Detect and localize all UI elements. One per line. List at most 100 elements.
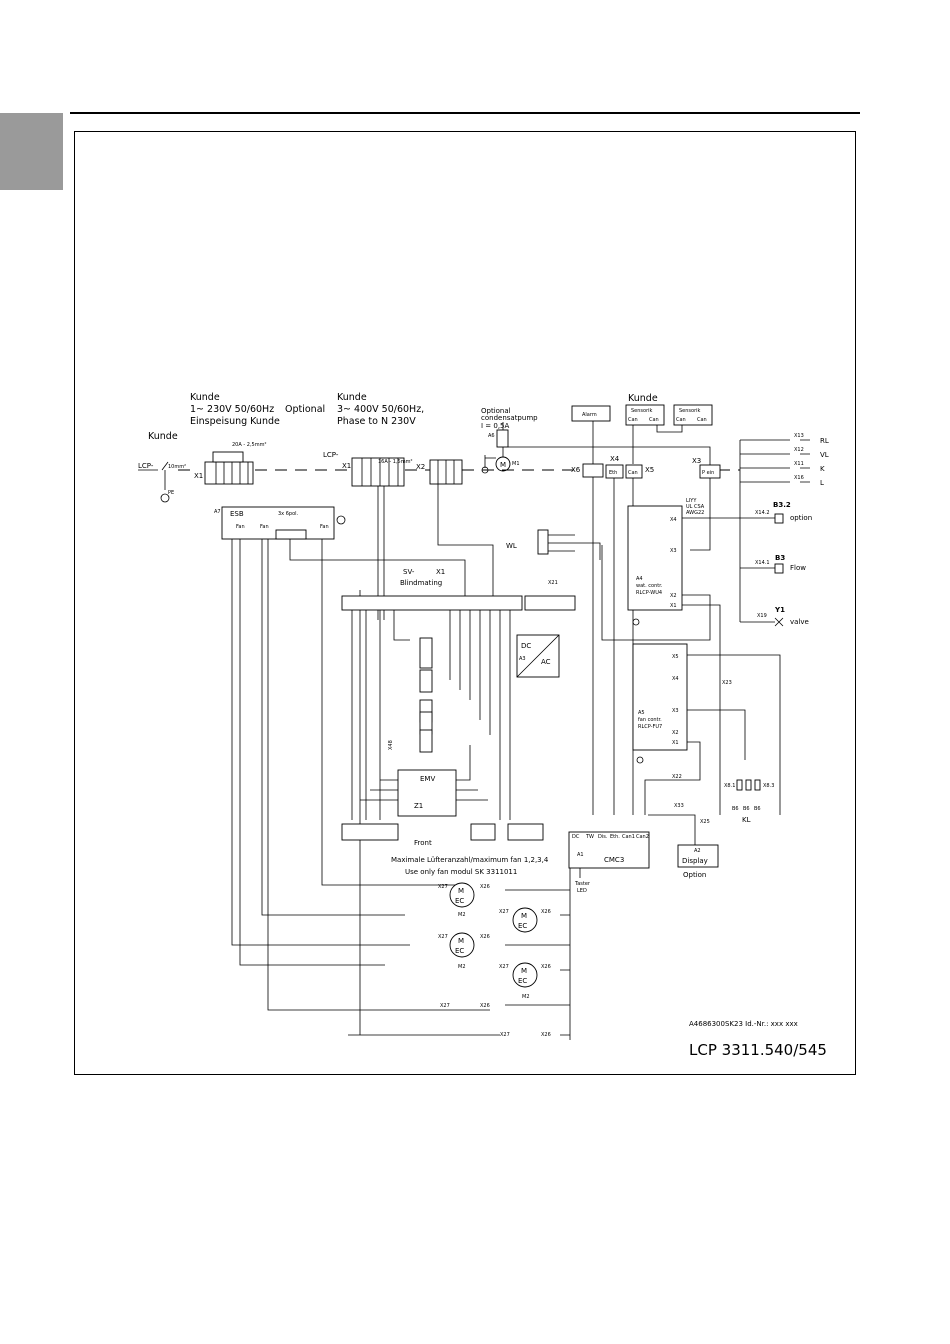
sensor-l: X16 L (740, 475, 824, 487)
svg-text:RL: RL (820, 437, 829, 445)
svg-text:Can: Can (697, 417, 707, 423)
cable-label: 10mm² (168, 464, 186, 470)
ground-icon-left (160, 493, 170, 503)
cmc-port-can2: Can2 (636, 834, 649, 840)
svg-text:X3: X3 (670, 548, 677, 554)
svg-text:X27: X27 (438, 884, 448, 890)
blindmating-terminal (341, 595, 523, 611)
x5-label: X5 (645, 466, 654, 474)
can-label: Can (628, 470, 638, 476)
fan-motor-2: M EC M2 X27 X26 (458, 907, 551, 942)
wat-ref: A4 (636, 576, 643, 582)
svg-text:X3: X3 (672, 708, 679, 714)
svg-text:B6: B6 (743, 806, 750, 812)
lcp-label-2: LCP- (323, 451, 339, 459)
x1-terminal-1ph (204, 461, 254, 485)
svg-text:Can: Can (676, 417, 686, 423)
dc-ref: A3 (519, 656, 526, 662)
svg-text:X19: X19 (757, 613, 767, 619)
svg-text:Fan: Fan (236, 524, 245, 530)
cmc-port-tw: TW (585, 834, 594, 840)
x6-label: X6 (571, 466, 581, 474)
optional-label: Optional (285, 404, 325, 415)
svg-text:Fan: Fan (320, 524, 329, 530)
cmc3-controller (568, 831, 650, 869)
lcp-label-1: LCP- (138, 462, 154, 470)
header-rule (70, 112, 860, 114)
svg-text:X26: X26 (541, 909, 551, 915)
pump-motor-ref: M1 (512, 461, 520, 467)
l1-block (419, 729, 433, 753)
svg-text:X26: X26 (541, 1032, 551, 1038)
fuse-3ph-label: 16A - 1,5mm² (378, 459, 412, 465)
fan-motor-3: M EC M2 X27 X26 (438, 932, 490, 970)
front-terminal-left (341, 823, 399, 841)
svg-text:X12: X12 (794, 447, 804, 453)
ac-label: AC (541, 658, 551, 666)
svg-text:Can: Can (628, 417, 638, 423)
svg-text:X14.1: X14.1 (755, 560, 770, 566)
liyy-label-1: LIYY (686, 498, 697, 504)
x2-label: X2 (416, 463, 425, 471)
blindmating-label: Blindmating (400, 579, 442, 587)
fan-controller (632, 643, 688, 751)
svg-text:X4: X4 (670, 517, 677, 523)
front-terminal-3 (507, 823, 544, 841)
alarm-box (571, 405, 611, 422)
esb-label: ESB (230, 510, 244, 518)
eth-box (605, 464, 624, 479)
emv-label: EMV (420, 775, 435, 783)
sensorik-label-1: Sensorik (631, 408, 653, 414)
svg-text:M: M (521, 912, 527, 920)
svg-text:B3: B3 (775, 554, 785, 562)
svg-text:M2: M2 (458, 912, 466, 918)
svg-text:X5: X5 (672, 654, 679, 660)
can-box (625, 464, 643, 479)
cmc-port-can1: Can1 (622, 834, 635, 840)
emv-filter (397, 769, 457, 817)
x48-label: X48 (388, 740, 394, 750)
svg-text:X2: X2 (672, 730, 679, 736)
svg-text:B6: B6 (732, 806, 739, 812)
svg-text:X16: X16 (794, 475, 804, 481)
wl-label: WL (506, 542, 517, 550)
emv-ref: Z1 (414, 802, 423, 810)
x21-terminal (524, 595, 576, 611)
model-label: LCP 3311.540/545 (689, 1041, 827, 1059)
wl-connectors (537, 529, 549, 555)
svg-text:valve: valve (790, 618, 809, 626)
svg-text:Fan: Fan (260, 524, 269, 530)
ground-icon-a5 (636, 756, 644, 764)
alarm-label: Alarm (582, 412, 597, 418)
svg-text:L: L (820, 479, 824, 487)
fan-motor-4: M EC M2 X27 X26 (499, 962, 551, 1000)
svg-text:X26: X26 (480, 1003, 490, 1009)
display-ref: A2 (694, 848, 701, 854)
svg-text:X2: X2 (670, 593, 677, 599)
svg-text:X1: X1 (670, 603, 677, 609)
svg-text:X26: X26 (541, 964, 551, 970)
sensorik-label-2: Sensorik (679, 408, 701, 414)
feed-customer-label: Einspeisung Kunde (190, 416, 280, 427)
svg-text:M2: M2 (522, 994, 530, 1000)
svg-text:option: option (790, 514, 812, 522)
pe-block (419, 637, 433, 669)
dc-label: DC (521, 642, 531, 650)
svg-text:X26: X26 (480, 934, 490, 940)
fan-ref: A5 (638, 710, 645, 716)
x4-label: X4 (610, 455, 620, 463)
led-label: LED (577, 888, 587, 894)
option-y1: Y1 X19 valve (740, 606, 809, 627)
eth-label: Eth (609, 470, 617, 476)
svg-text:B6: B6 (754, 806, 761, 812)
x1-label: X1 (194, 472, 203, 480)
x1-3ph-label: X1 (342, 462, 351, 470)
kunde-sensor-label: Kunde (628, 393, 658, 404)
fuse-1ph-label: 20A - 2,5mm² (232, 442, 266, 448)
kunde-3ph-label: Kunde (337, 392, 367, 403)
svg-text:X1: X1 (672, 740, 679, 746)
x25-label: X25 (700, 819, 710, 825)
wat-label-2: RLCP-WU4 (636, 590, 662, 596)
esb-note: 3x 6pol. (278, 511, 299, 517)
svg-text:M: M (458, 887, 464, 895)
